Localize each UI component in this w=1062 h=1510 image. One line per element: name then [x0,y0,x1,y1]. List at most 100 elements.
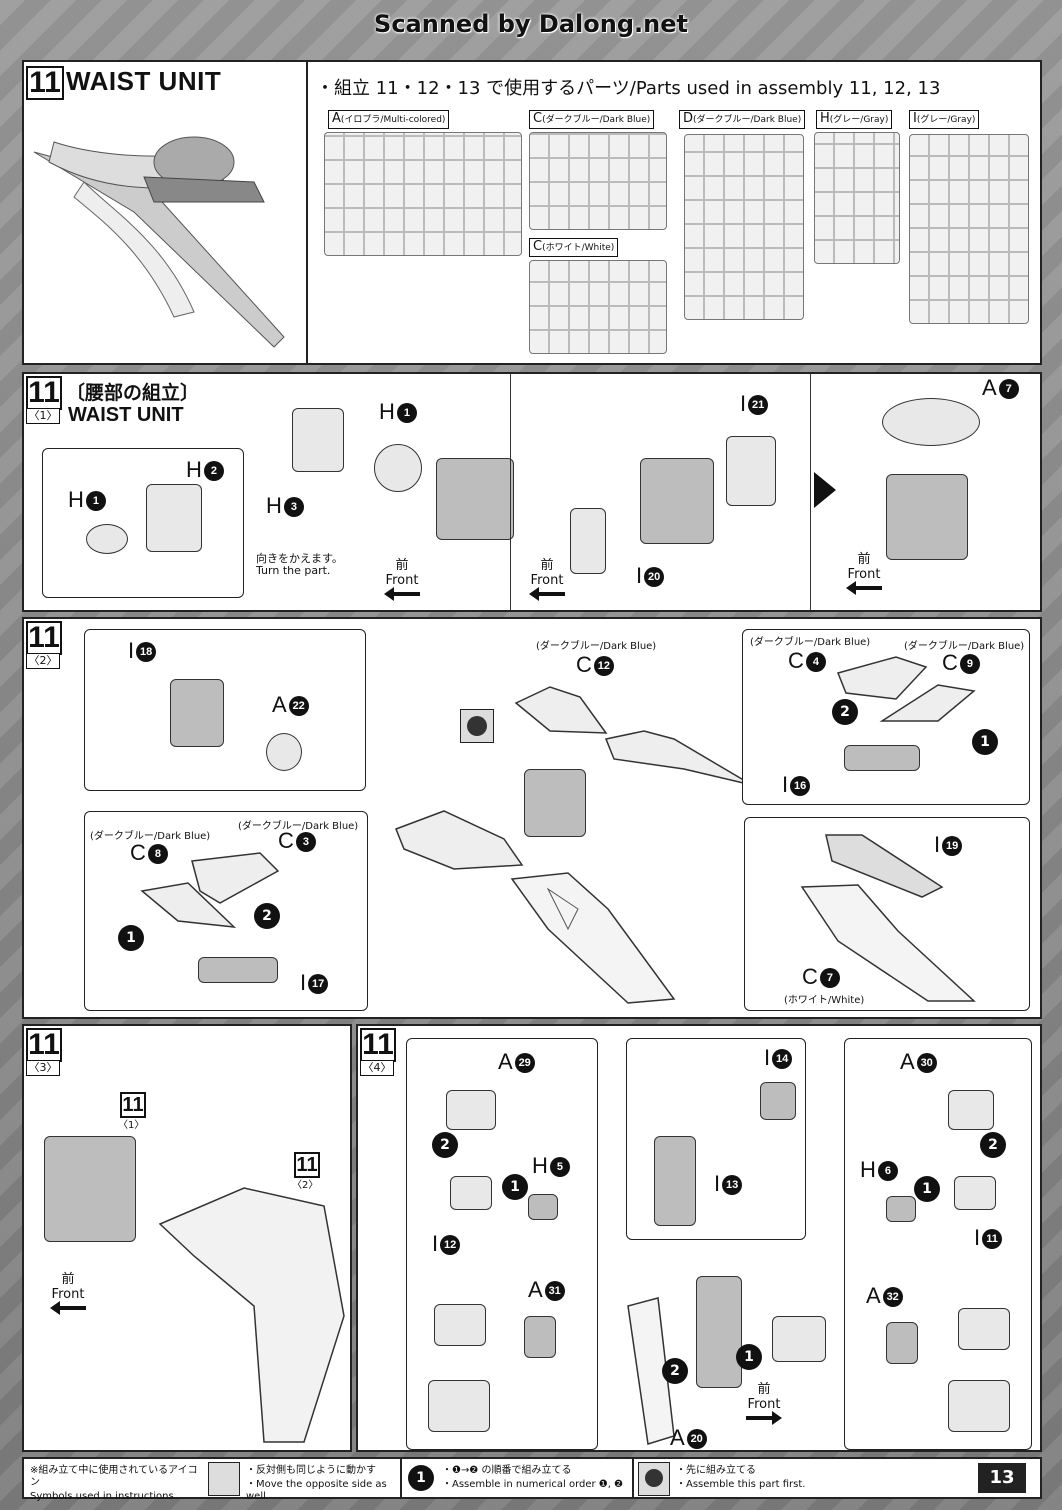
part-a29 [446,1090,496,1130]
order-2-icon: 2 [432,1132,458,1158]
sprue-letter: C [802,964,818,989]
part-i18 [170,679,224,747]
front-jp: 前 [61,1272,75,1287]
part-number: 20 [686,1429,707,1450]
part-number: 22 [288,696,309,717]
part-number: 29 [514,1053,535,1074]
legend-first-jp: ・先に組み立てる [676,1465,756,1476]
part-thruster-left [434,1304,486,1346]
sprue-letter: C [533,239,543,254]
part-number: 21 [748,395,769,416]
step-number: 11 [360,1028,396,1062]
part-number: 8 [147,844,168,865]
part-i19 [825,834,944,898]
sprue-letter: C [942,650,958,675]
sprue-letter: I [913,111,917,126]
part-i12 [450,1176,492,1210]
order-1-icon: 1 [118,925,144,951]
part-waist-core [640,458,714,544]
substep-number: 〈1〉 [26,408,60,424]
sprue-label-i: I(グレー/Gray) [909,110,980,129]
reference-substep-1: 〈1〉 [118,1120,145,1131]
part-number: 6 [877,1161,898,1182]
sub1-title-en: WAIST UNIT [68,404,184,426]
order-2-icon: 2 [832,699,858,725]
sprue-letter: I [300,970,307,995]
part-i17 [198,957,278,983]
divider [810,374,811,610]
part-i11 [954,1176,996,1210]
front-jp: 前 [395,558,409,573]
sprue-letter: I [740,391,747,416]
part-waist-block [436,458,514,540]
color-note-c8: (ダークブルー/Dark Blue) [90,831,211,842]
front-en: Front [747,1397,781,1412]
part-i21 [726,436,776,506]
part-center-body [696,1276,742,1388]
inset-i18 [84,629,366,791]
part-number: 13 [722,1175,743,1196]
part-number: 16 [790,776,811,797]
part-h2-block [146,484,202,552]
front-jp: 前 [540,558,554,573]
part-a30 [948,1090,994,1130]
reference-step-1: 11 [120,1092,146,1118]
color-note-c7: (ホワイト/White) [784,995,865,1006]
front-jp: 前 [857,552,871,567]
part-number: 4 [805,652,826,673]
color-note-c12: (ダークブルー/Dark Blue) [536,641,657,652]
legend-order-jp: ・❶→❷ の順番で組み立てる [442,1465,572,1476]
legend-title: ※組み立て中に使用されているアイコン Symbols used in instr… [30,1465,200,1503]
step-title: WAIST UNIT [66,66,222,96]
part-waist-assembled [886,474,968,560]
part-number: 20 [644,567,665,588]
order-1-icon: 1 [502,1174,528,1200]
sprue-letter: H [379,399,395,424]
inset-c4-c9 [742,629,1030,805]
sprue-letter: A [332,111,341,126]
substep-number: 〈3〉 [26,1060,60,1076]
front-jp: 前 [757,1382,771,1397]
part-a32 [886,1322,918,1364]
legend-opposite-en: ・Move the opposite side as well. [246,1479,387,1502]
divider [306,62,308,363]
color-note-c9: (ダークブルー/Dark Blue) [904,641,1025,652]
part-c8 [140,882,237,928]
part-number: 30 [916,1053,937,1074]
parts-heading: ・組立 11・12・13 で使用するパーツ/Parts used in asse… [316,78,941,99]
part-number: 12 [593,656,614,677]
sprue-i [909,134,1029,324]
part-lower-skirt [510,872,676,1004]
step-number: 11 [26,1028,62,1062]
sprue-letter: I [128,638,135,663]
legend-first: ・先に組み立てる ・Assemble this part first. [676,1465,826,1503]
sprue-color: (ダークブルー/Dark Blue) [542,115,651,125]
substep-number: 〈2〉 [26,653,60,669]
part-number: 9 [959,654,980,675]
step-number: 11 [26,621,62,655]
sprue-letter: A [528,1277,543,1302]
step-number: 11 [26,66,64,100]
part-thruster-right-complete [948,1380,1010,1432]
sprue-label-c-blue: C(ダークブルー/Dark Blue) [529,110,655,129]
sprue-label-h: H(グレー/Gray) [816,110,893,129]
part-skirt-assembly [158,1187,345,1443]
